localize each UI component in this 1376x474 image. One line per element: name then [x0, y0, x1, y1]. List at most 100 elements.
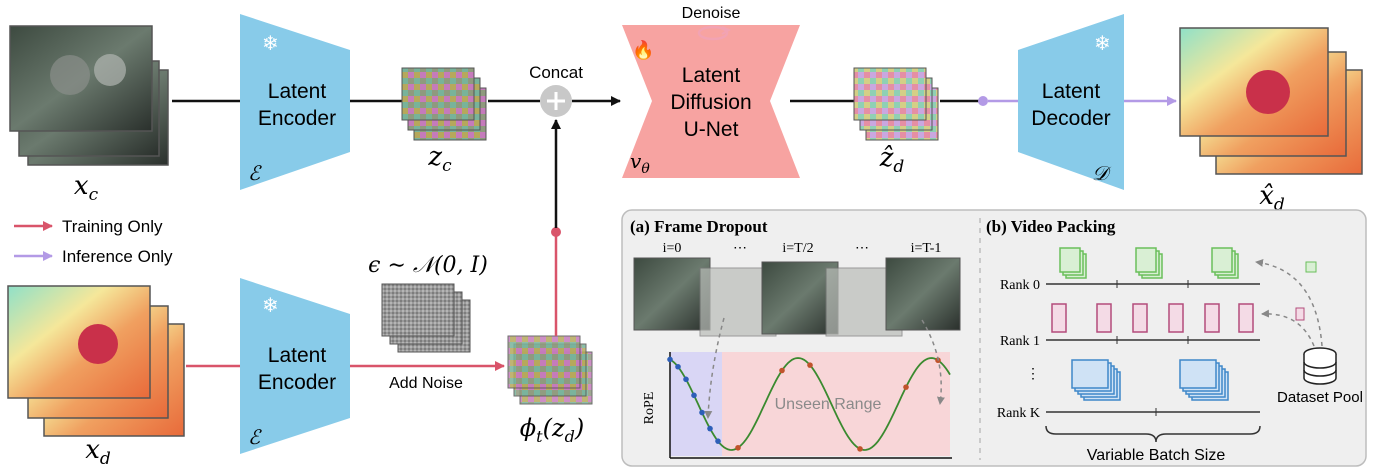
rope-point: [675, 363, 681, 370]
decoder-line1: Latent: [1042, 80, 1101, 103]
rank1-batches: [1051, 303, 1254, 333]
dropout-arrow-first: [704, 317, 725, 419]
green-batch: [1135, 247, 1157, 273]
x-d-label: xd: [85, 435, 111, 469]
frame-dropout-images: [633, 257, 961, 337]
rank-label: ⋮: [1026, 367, 1040, 382]
unet-line3: U-Net: [684, 118, 739, 141]
rope-points: [667, 356, 941, 452]
x-d-image-stack: [7, 285, 185, 437]
latent-encoder-top: ❄ Latent Encoder ℰ: [240, 14, 350, 190]
rope-point: [691, 392, 697, 399]
rope-point: [807, 362, 813, 368]
decoder-line2: Decoder: [1031, 107, 1110, 130]
snowflake-icon: ❄: [262, 295, 279, 317]
panel-a-title: (a) Frame Dropout: [630, 217, 768, 236]
encoder-top-symbol: ℰ: [248, 161, 262, 185]
flame-icon: 🔥: [632, 39, 654, 60]
denoise-label: Denoise: [682, 5, 741, 22]
unet-line2: Diffusion: [670, 91, 751, 114]
dropout-arrow-last: [921, 319, 945, 405]
frame-label: i=T-1: [911, 241, 942, 256]
encoder-bottom-line1: Latent: [268, 344, 327, 367]
dataset-pool-label: Dataset Pool: [1277, 389, 1363, 406]
decoder-symbol: 𝒟: [1092, 161, 1112, 185]
phi-label: ϕt(zd): [520, 414, 584, 446]
pink-batch: [1204, 303, 1220, 333]
green-batch: [1059, 247, 1081, 273]
concat-node: [540, 85, 572, 117]
noise-stack: [381, 283, 471, 353]
pink-batch: [1238, 303, 1254, 333]
rope-point: [857, 446, 863, 452]
frame-label: i=0: [663, 241, 682, 256]
latent-diffusion-unet: 🔥 Latent Diffusion U-Net vθ: [622, 25, 800, 178]
encoder-top-line1: Latent: [268, 80, 327, 103]
batch-brace: [1045, 425, 1261, 443]
unseen-range-region: [722, 352, 950, 456]
snowflake-icon: ❄: [1094, 33, 1111, 55]
latent-encoder-bottom: ❄ Latent Encoder ℰ: [240, 278, 350, 454]
rank-labels: Rank 0 Rank 1 ⋮ Rank K: [997, 278, 1040, 421]
pink-batch: [1168, 303, 1184, 333]
encoder-bottom-symbol: ℰ: [248, 425, 262, 449]
legend-inference-label: Inference Only: [62, 247, 173, 266]
batch-size-label: Variable Batch Size: [1087, 447, 1226, 464]
frame-label: ⋯: [855, 241, 869, 256]
concat-label: Concat: [529, 63, 583, 82]
denoise-loop-icon: [697, 25, 732, 41]
rope-plot: RoPE Unseen Range: [642, 352, 952, 459]
green-batch: [1211, 247, 1233, 273]
rank0-batches: [1059, 247, 1239, 279]
x-c-image-stack: [9, 25, 169, 166]
unet-symbol: vθ: [630, 149, 650, 177]
z-c-label: zc: [427, 142, 452, 176]
rank-label: Rank 1: [1000, 334, 1040, 349]
pink-batch: [1051, 303, 1067, 333]
pool-arrow-rank1: [1261, 309, 1315, 347]
z-c-latent-stack: [401, 67, 487, 141]
rope-point: [707, 425, 713, 432]
panel-b-title: (b) Video Packing: [986, 217, 1116, 236]
rope-point: [699, 409, 705, 416]
pink-batch: [1132, 303, 1148, 333]
pool-sample-pink: [1295, 307, 1305, 321]
training-junction-dot: [551, 227, 561, 237]
rank-timelines: [1046, 280, 1260, 416]
x-hat-d-image-stack: [1179, 27, 1363, 175]
rank-label: Rank K: [997, 406, 1040, 421]
dataset-pool-icon: [1303, 347, 1337, 385]
rank-label: Rank 0: [1000, 278, 1040, 293]
phi-latent-stack: [507, 335, 593, 405]
noise-formula: ϵ ∼ 𝒩(0, I): [368, 253, 488, 278]
unseen-range-label: Unseen Range: [775, 396, 882, 413]
frame-label: i=T/2: [782, 241, 813, 256]
pool-arrow-rank0: [1255, 258, 1323, 347]
pool-sample-green: [1305, 261, 1317, 273]
encoder-bottom-line2: Encoder: [258, 371, 336, 394]
rope-point: [903, 384, 909, 390]
rope-point: [683, 376, 689, 383]
legend: Training Only Inference Only: [14, 217, 173, 266]
rope-point: [735, 444, 741, 451]
pink-batch: [1096, 303, 1112, 333]
unet-line1: Latent: [682, 64, 741, 87]
latent-decoder: ❄ Latent Decoder 𝒟: [1018, 14, 1124, 190]
snowflake-icon: ❄: [262, 33, 279, 55]
add-noise-label: Add Noise: [389, 375, 463, 392]
z-hat-d-label: ẑd: [879, 143, 905, 177]
x-hat-d-label: x̂d: [1259, 181, 1285, 215]
rope-point: [779, 367, 785, 374]
rope-point: [715, 438, 721, 444]
x-c-label: xc: [74, 171, 99, 205]
rankK-batches: [1071, 359, 1229, 401]
inference-junction-dot: [978, 96, 988, 106]
frame-label: ⋯: [733, 241, 747, 256]
encoder-top-line2: Encoder: [258, 107, 336, 130]
z-hat-d-latent-stack: [853, 67, 939, 141]
rope-ylabel: RoPE: [642, 392, 657, 425]
blue-batch: [1071, 359, 1109, 389]
frame-labels: i=0 ⋯ i=T/2 ⋯ i=T-1: [663, 241, 942, 256]
blue-batch: [1179, 359, 1217, 389]
